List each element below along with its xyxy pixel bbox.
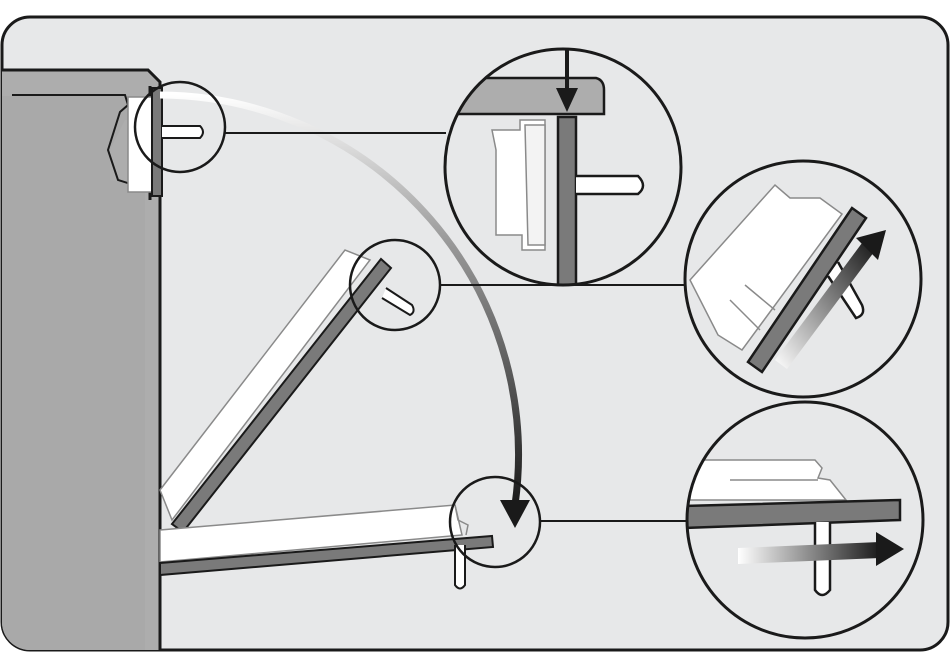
detail-step-slide-up	[683, 159, 923, 399]
cabinet-side	[2, 68, 162, 650]
focus-circle-top	[133, 80, 227, 174]
rotation-arc-arrow-icon	[159, 91, 530, 528]
detail-step-press-down	[443, 47, 683, 287]
diagonal-slide-arrow-icon	[775, 230, 886, 369]
detail-step-slide-right	[685, 400, 925, 640]
right-slide-arrow-icon	[738, 532, 904, 566]
down-arrow-icon	[556, 49, 578, 112]
panel-horizontal	[159, 504, 495, 590]
